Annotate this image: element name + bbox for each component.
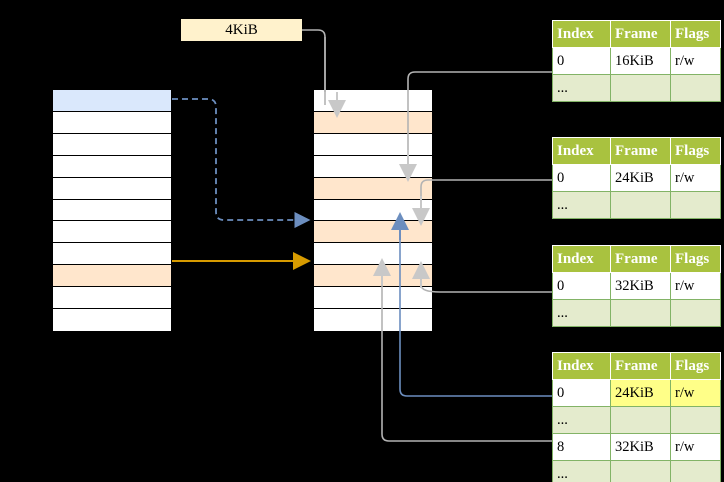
virtual-address-space-column bbox=[52, 89, 172, 331]
table-cell: r/w bbox=[670, 379, 721, 407]
table-row: ... bbox=[552, 74, 721, 102]
table-cell: 0 bbox=[552, 164, 611, 192]
table-cell: r/w bbox=[670, 272, 721, 300]
column-header-index: Index bbox=[552, 352, 611, 380]
column-header-index: Index bbox=[552, 20, 611, 48]
wire-table2-to-physical bbox=[412, 179, 552, 226]
table-cell: 16KiB bbox=[610, 47, 671, 75]
table-cell bbox=[670, 406, 721, 434]
virtual-address-space-row bbox=[53, 111, 171, 134]
physical-memory-row bbox=[314, 155, 432, 178]
table-cell bbox=[670, 299, 721, 327]
table-cell: ... bbox=[552, 191, 611, 219]
wire-virtual-to-physical-dashed bbox=[172, 98, 311, 229]
table-row: ... bbox=[552, 460, 721, 482]
physical-memory-row bbox=[314, 287, 432, 310]
virtual-address-space-row bbox=[53, 309, 171, 331]
table-row: ... bbox=[552, 406, 721, 434]
virtual-address-space-row bbox=[53, 177, 171, 200]
physical-memory-row bbox=[314, 309, 432, 331]
table-cell bbox=[670, 191, 721, 219]
table-cell bbox=[670, 74, 721, 102]
table-cell bbox=[610, 74, 671, 102]
virtual-address-space-row bbox=[53, 243, 171, 266]
table-cell: r/w bbox=[670, 47, 721, 75]
wire-table3-to-physical bbox=[412, 261, 552, 293]
virtual-address-space-row bbox=[53, 221, 171, 244]
column-header-frame: Frame bbox=[610, 245, 671, 273]
column-header-flags: Flags bbox=[670, 245, 721, 273]
physical-memory-row bbox=[314, 199, 432, 222]
physical-memory-row bbox=[314, 243, 432, 266]
column-header-frame: Frame bbox=[610, 20, 671, 48]
physical-memory-row bbox=[314, 221, 432, 244]
table-cell: 24KiB bbox=[610, 379, 671, 407]
virtual-address-space-row bbox=[53, 155, 171, 178]
table-cell: 0 bbox=[552, 272, 611, 300]
page-size-label: 4KiB bbox=[181, 19, 302, 41]
table-cell: r/w bbox=[670, 433, 721, 461]
column-header-flags: Flags bbox=[670, 137, 721, 165]
table-row: ... bbox=[552, 299, 721, 327]
table-cell: 0 bbox=[552, 379, 611, 407]
virtual-address-space-row bbox=[53, 133, 171, 156]
table-cell: 32KiB bbox=[610, 272, 671, 300]
physical-memory-row bbox=[314, 265, 432, 288]
table-cell: 8 bbox=[552, 433, 611, 461]
physical-memory-row bbox=[314, 90, 432, 112]
table-cell bbox=[610, 406, 671, 434]
physical-memory-column bbox=[313, 89, 433, 331]
physical-memory-row bbox=[314, 177, 432, 200]
column-header-index: Index bbox=[552, 245, 611, 273]
table-cell: ... bbox=[552, 460, 611, 482]
table-cell: r/w bbox=[670, 164, 721, 192]
table-row: ... bbox=[552, 191, 721, 219]
table-cell: 32KiB bbox=[610, 433, 671, 461]
column-header-frame: Frame bbox=[610, 352, 671, 380]
virtual-address-space-row bbox=[53, 287, 171, 310]
column-header-index: Index bbox=[552, 137, 611, 165]
column-header-flags: Flags bbox=[670, 352, 721, 380]
column-header-frame: Frame bbox=[610, 137, 671, 165]
table-cell bbox=[610, 299, 671, 327]
table-cell: ... bbox=[552, 74, 611, 102]
column-header-flags: Flags bbox=[670, 20, 721, 48]
virtual-address-space-row bbox=[53, 199, 171, 222]
virtual-address-space-row bbox=[53, 265, 171, 288]
table-cell bbox=[670, 460, 721, 482]
table-cell: ... bbox=[552, 299, 611, 327]
physical-memory-row bbox=[314, 111, 432, 134]
physical-memory-row bbox=[314, 133, 432, 156]
table-cell: 0 bbox=[552, 47, 611, 75]
table-cell bbox=[610, 191, 671, 219]
table-cell: ... bbox=[552, 406, 611, 434]
table-cell bbox=[610, 460, 671, 482]
virtual-address-space-row bbox=[53, 90, 171, 112]
table-cell: 24KiB bbox=[610, 164, 671, 192]
